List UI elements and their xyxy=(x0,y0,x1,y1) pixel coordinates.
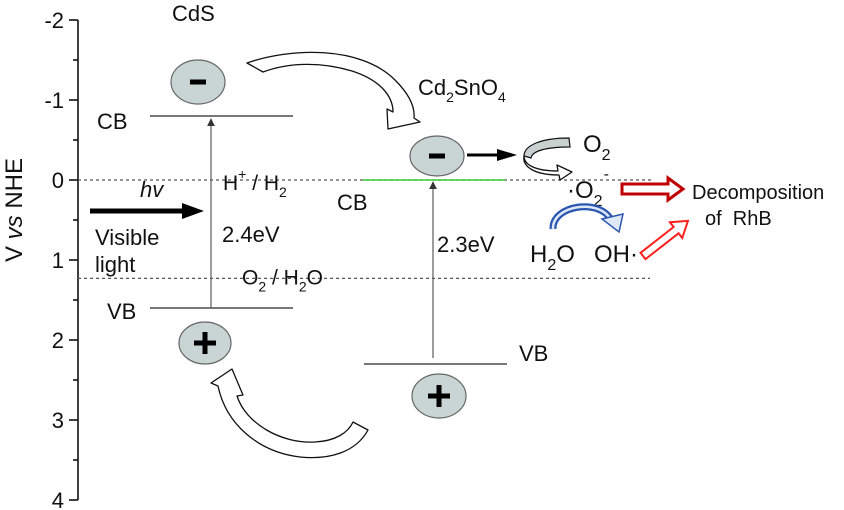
label-sub: 2 xyxy=(547,257,556,274)
hydroxyl-to-product-arrow-icon xyxy=(639,219,690,261)
product-label-line1: Decomposition xyxy=(692,182,824,204)
hydroxyl-label: OH· xyxy=(594,241,638,268)
cd2sno4-name: Cd2SnO4 xyxy=(418,75,506,105)
label-sub: 2 xyxy=(258,278,266,294)
y-axis-ticks: -2 -1 0 1 2 3 4 xyxy=(44,8,78,510)
plus-sign-icon xyxy=(428,385,450,407)
cds-electron xyxy=(170,59,226,105)
cd2sno4-electron xyxy=(409,135,465,177)
label-part: / H xyxy=(246,172,279,195)
label-sub: 2 xyxy=(279,184,287,200)
label-part: O xyxy=(575,177,594,204)
electron-to-oxygen-arrow-head-icon xyxy=(497,149,517,161)
cds-cb-label: CB xyxy=(97,109,128,134)
y-axis: -2 -1 0 1 2 3 4 V vs NHE xyxy=(1,8,79,510)
material-cd2sno4: Cd2SnO4 CB VB 2.3eV xyxy=(337,75,548,419)
label-part: / H xyxy=(266,266,299,289)
y-tick-label: 2 xyxy=(52,328,64,353)
label-part: H xyxy=(223,172,238,195)
label-sub: 2 xyxy=(446,89,454,105)
cd2sno4-hole xyxy=(411,373,467,419)
label-part: O xyxy=(242,266,258,289)
superoxide-label: ·O2- xyxy=(567,166,609,210)
minus-sign-icon xyxy=(190,79,206,85)
visible-label: Visible xyxy=(95,225,159,250)
visible-light-input: hv Visible light xyxy=(90,177,204,277)
oxygen-label: O2 xyxy=(583,131,611,164)
label-sub: 2 xyxy=(594,193,603,210)
cd2sno4-cb-label: CB xyxy=(337,190,368,215)
y-tick-label: 0 xyxy=(52,168,64,193)
minus-sign-icon xyxy=(429,153,445,159)
cds-hole xyxy=(178,321,232,365)
o2-h2o-label: O2 / H2O xyxy=(242,266,323,294)
plus-sign-icon xyxy=(194,332,216,354)
y-axis-label-v: V xyxy=(1,239,28,262)
product-label-line2: of RhB xyxy=(705,208,772,230)
y-tick-label: 1 xyxy=(52,248,64,273)
oxygen-reduction-curl-icon xyxy=(523,137,573,181)
y-tick-label: -2 xyxy=(44,8,64,33)
label-part: H xyxy=(530,241,547,268)
label-sup: - xyxy=(604,166,609,183)
y-axis-label-nhe: NHE xyxy=(1,158,28,215)
y-tick-label: 3 xyxy=(52,408,64,433)
h-h2-label: H+ / H2 xyxy=(223,166,287,200)
label-part: O xyxy=(307,266,323,289)
light-arrow-head-icon xyxy=(182,203,204,219)
hole-transfer-arrow-icon xyxy=(210,368,369,459)
label-part: SnO xyxy=(454,75,498,100)
electron-transfer-arrow-icon xyxy=(246,51,421,130)
superoxide-to-product-arrow-icon xyxy=(620,175,686,203)
label-part: Cd xyxy=(418,75,446,100)
hv-label: hv xyxy=(140,177,165,202)
y-axis-label-vs: vs xyxy=(1,215,28,239)
label-part: · xyxy=(567,177,575,204)
label-sub: 2 xyxy=(299,278,307,294)
label-part: CdS xyxy=(172,1,215,26)
cds-vb-label: VB xyxy=(107,299,136,324)
y-tick-label: -1 xyxy=(44,88,64,113)
cds-name: CdS xyxy=(172,1,215,26)
water-label: H2O xyxy=(530,241,575,274)
y-axis-label: V vs NHE xyxy=(1,158,28,262)
label-part: O xyxy=(583,131,602,158)
y-tick-label: 4 xyxy=(52,488,64,510)
label-sub: 4 xyxy=(498,89,506,105)
cd2sno4-vb-label: VB xyxy=(519,341,548,366)
label-part: O xyxy=(556,241,575,268)
light-label: light xyxy=(95,252,135,277)
material-cds: CdS CB VB 2.4eV xyxy=(97,1,293,365)
label-sub: 2 xyxy=(602,147,611,164)
cds-band-gap-label: 2.4eV xyxy=(222,222,280,247)
label-sup: + xyxy=(238,166,246,182)
water-oxidation-arrow-icon xyxy=(549,203,624,234)
cd2sno4-band-gap-label: 2.3eV xyxy=(437,232,495,257)
